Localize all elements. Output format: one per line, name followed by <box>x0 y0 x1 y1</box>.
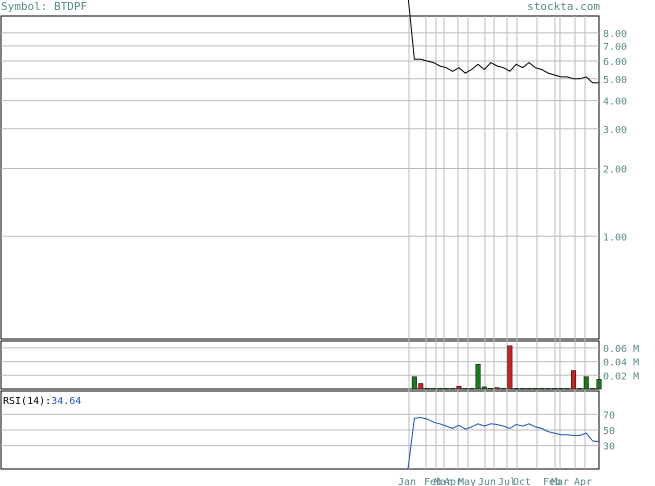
volume-bar <box>596 379 602 390</box>
price-tick-label: 5.00 <box>603 75 627 86</box>
site-label[interactable]: stockta.com <box>527 0 600 13</box>
volume-bar <box>577 388 583 390</box>
x-tick-label: Mar <box>434 477 452 486</box>
x-tick-label: Jun <box>478 477 496 486</box>
volume-bar <box>494 387 500 390</box>
x-tick-label: Feb <box>543 477 561 486</box>
volume-bar <box>558 388 564 390</box>
price-line <box>407 0 599 84</box>
price-tick-label: 1.00 <box>603 232 627 243</box>
x-tick-label: May <box>458 477 476 486</box>
volume-bar <box>551 388 557 390</box>
volume-bar <box>424 388 430 390</box>
volume-tick-label: 0.06 M <box>603 344 639 355</box>
volume-bar <box>520 388 526 390</box>
price-tick-label: 8.00 <box>603 29 627 40</box>
x-tick-label: Jul <box>498 477 516 486</box>
rsi-readout: RSI(14):34.64 <box>3 396 81 407</box>
volume-tick-label: 0.02 M <box>603 371 639 382</box>
volume-bar <box>469 388 475 390</box>
volume-bar <box>437 388 443 390</box>
volume-panel-frame <box>0 340 600 390</box>
volume-bar <box>583 376 589 390</box>
x-tick-label: Apr <box>574 477 592 486</box>
volume-bar <box>539 388 545 390</box>
volume-bar <box>501 388 507 390</box>
volume-bar <box>571 370 577 390</box>
volume-bar <box>418 383 424 390</box>
volume-bar <box>513 388 519 390</box>
price-tick-label: 7.00 <box>603 42 627 53</box>
symbol-value: BTDPF <box>53 0 88 13</box>
volume-bar <box>456 386 462 390</box>
x-tick-label: Jan <box>398 477 416 486</box>
price-tick-label: 6.00 <box>603 57 627 68</box>
x-tick-label: Oct <box>513 477 531 486</box>
volume-bar <box>545 388 551 390</box>
volume-bar <box>450 388 456 390</box>
rsi-tick-label: 50 <box>603 426 615 437</box>
volume-bar <box>507 345 513 390</box>
price-tick-label: 4.00 <box>603 97 627 108</box>
rsi-tick-label: 70 <box>603 410 615 421</box>
price-panel-frame <box>0 15 600 340</box>
volume-bar <box>532 388 538 390</box>
symbol-prefix: Symbol: <box>1 0 54 13</box>
price-tick-label: 2.00 <box>603 164 627 175</box>
symbol-label: Symbol: BTDPF <box>1 0 87 14</box>
rsi-value: 34.64 <box>51 396 82 407</box>
volume-bar <box>590 388 596 390</box>
x-tick-label: Apr <box>444 477 462 486</box>
volume-bar <box>488 388 494 390</box>
rsi-tick-label: 30 <box>603 442 615 453</box>
volume-bar <box>526 388 532 390</box>
volume-bar <box>481 386 487 390</box>
volume-bar <box>475 364 481 390</box>
price-tick-label: 3.00 <box>603 125 627 136</box>
rsi-line <box>407 416 600 470</box>
rsi-label: RSI(14): <box>3 396 52 407</box>
x-tick-label: Mar <box>551 477 569 486</box>
volume-bar <box>564 388 570 390</box>
volume-bar <box>443 388 449 390</box>
volume-tick-label: 0.04 M <box>603 358 639 369</box>
x-tick-label: Feb <box>424 477 442 486</box>
volume-bar <box>411 376 417 390</box>
volume-bar <box>462 388 468 390</box>
volume-bar <box>430 388 436 390</box>
